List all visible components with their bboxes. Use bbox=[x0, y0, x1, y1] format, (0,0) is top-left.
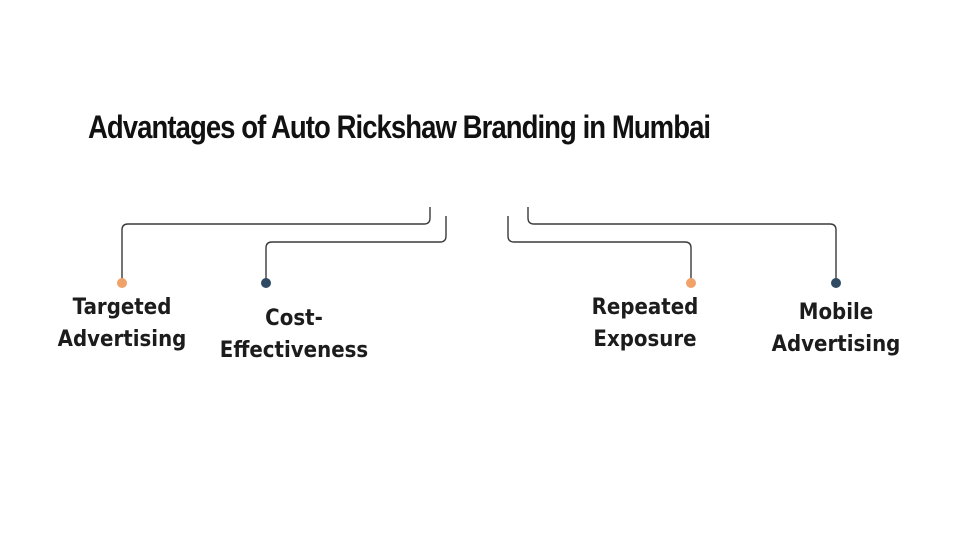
item-label-line2: Advertising bbox=[57, 327, 187, 352]
item-label-line1: Targeted bbox=[72, 295, 172, 320]
connector-mobile-advertising bbox=[527, 207, 837, 283]
item-label-line1: Mobile bbox=[798, 300, 874, 325]
item-label-line1: Repeated bbox=[591, 295, 699, 320]
item-targeted-advertising: Targeted Advertising bbox=[58, 292, 187, 356]
dot-repeated-exposure bbox=[686, 278, 696, 288]
page-title: Advantages of Auto Rickshaw Branding in … bbox=[88, 109, 711, 145]
connector-cost-effectiveness bbox=[265, 216, 447, 283]
item-cost-effectiveness: Cost- Effectiveness bbox=[220, 303, 368, 367]
item-label-line2: Effectiveness bbox=[219, 338, 369, 363]
connector-repeated-exposure bbox=[507, 216, 692, 283]
connector-targeted-advertising bbox=[121, 207, 431, 283]
item-label-line1: Cost- bbox=[265, 306, 323, 331]
dot-cost-effectiveness bbox=[261, 278, 271, 288]
item-label-line2: Exposure bbox=[593, 327, 697, 352]
dot-mobile-advertising bbox=[831, 278, 841, 288]
dot-targeted-advertising bbox=[117, 278, 127, 288]
item-label-line2: Advertising bbox=[771, 332, 901, 357]
item-repeated-exposure: Repeated Exposure bbox=[592, 292, 699, 356]
item-mobile-advertising: Mobile Advertising bbox=[772, 297, 901, 361]
